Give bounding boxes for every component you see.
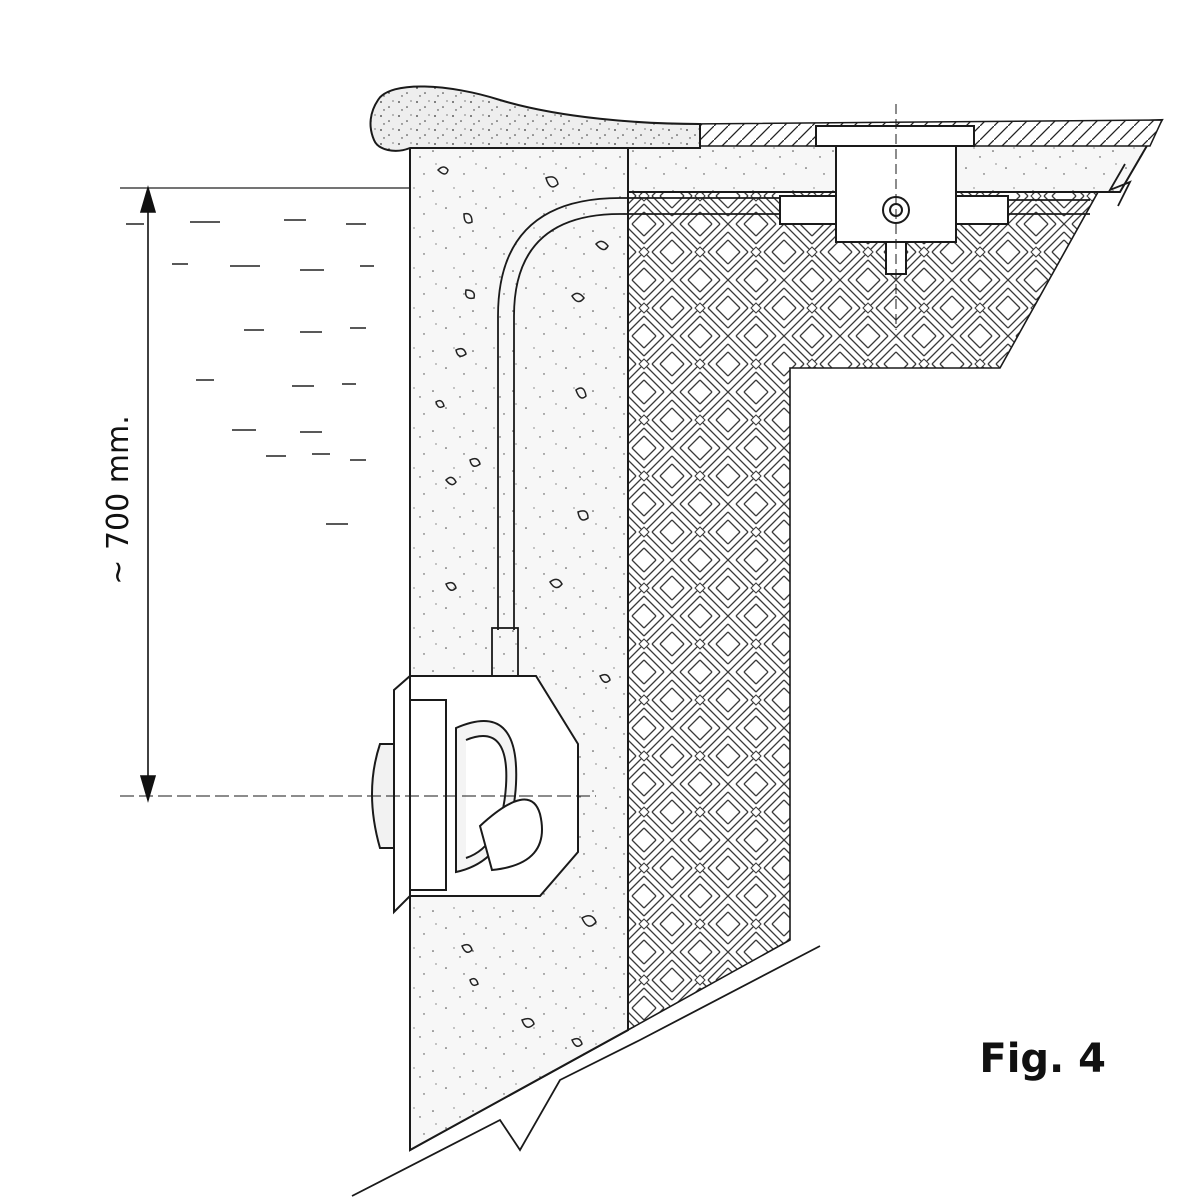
concrete-wall (409, 147, 629, 1152)
junction-box (779, 104, 1009, 330)
hatched-soil (627, 191, 1100, 1032)
underwater-light (120, 673, 596, 915)
pool-water (120, 187, 410, 525)
coping-stone (369, 85, 701, 152)
dimension-label: ~ 700 mm. (101, 415, 136, 584)
section-break-line (351, 945, 821, 1197)
figure-label: Fig. 4 (979, 1036, 1106, 1082)
dimension-line (139, 185, 157, 803)
